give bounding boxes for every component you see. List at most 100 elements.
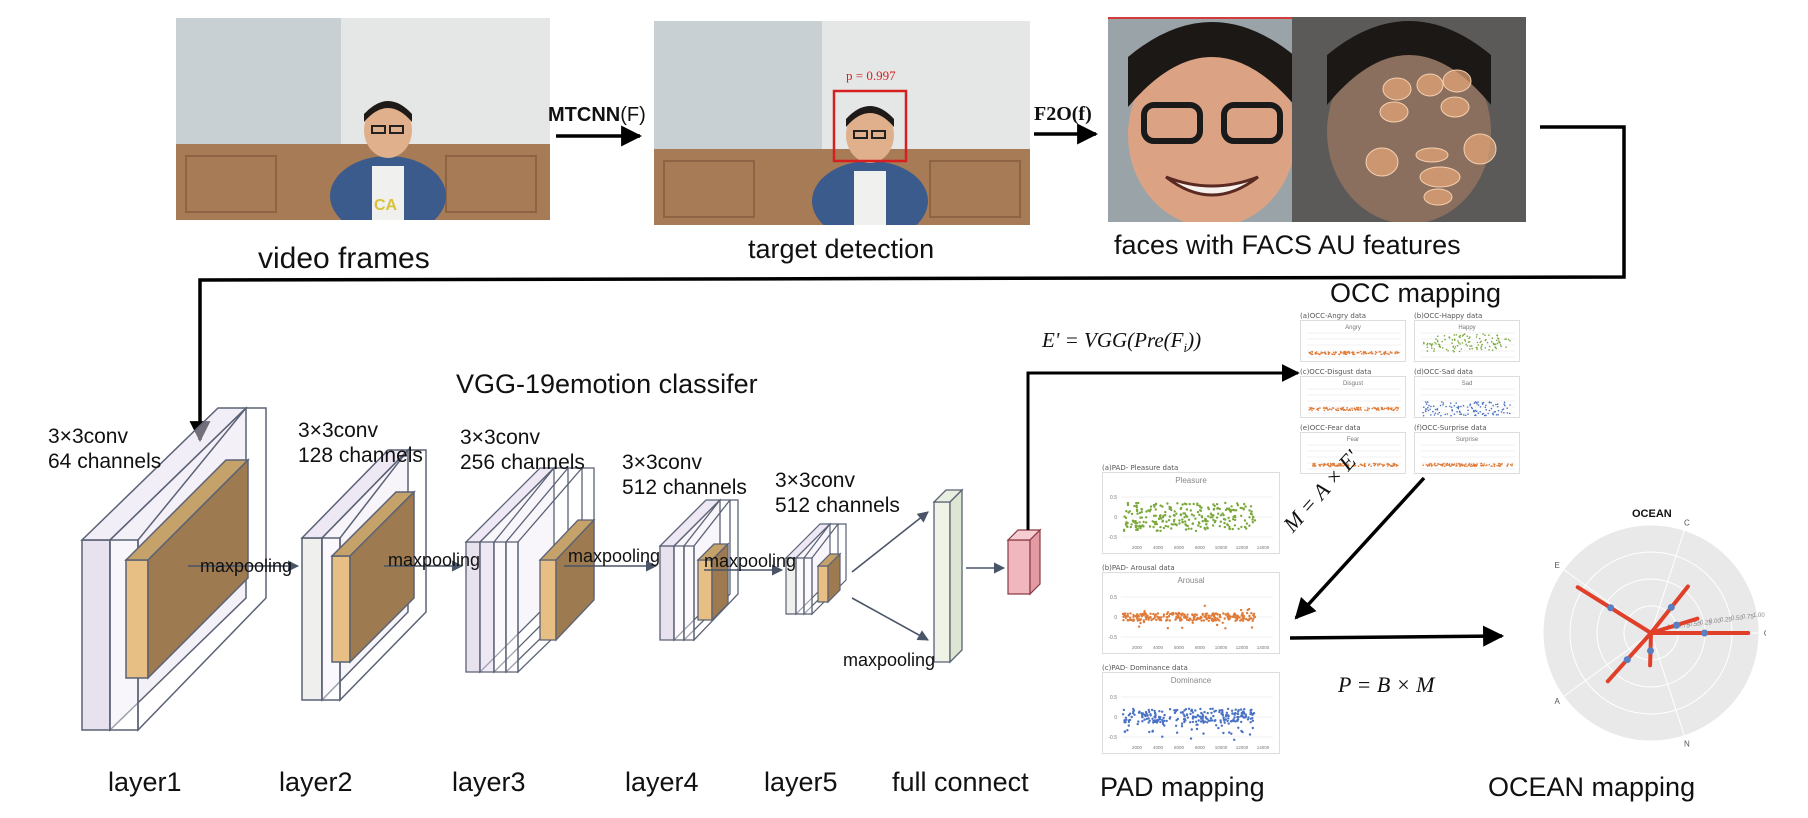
pad-point [1233, 518, 1237, 522]
layer4-channels: 512 channels [622, 476, 747, 499]
pad-point [1209, 512, 1213, 515]
occ-point [1340, 351, 1342, 353]
pad-x-tick: 10000 [1215, 745, 1228, 750]
pad-point [1215, 503, 1219, 506]
pad-point [1161, 735, 1164, 738]
occ-point [1330, 408, 1333, 411]
occ-point [1504, 338, 1506, 340]
pad-point [1207, 507, 1210, 511]
pad-point [1214, 612, 1218, 615]
pad-point [1185, 503, 1188, 506]
pad-point [1152, 525, 1155, 529]
occ-point [1461, 342, 1464, 344]
occ-point [1446, 462, 1449, 465]
occ-point [1434, 465, 1437, 467]
pad-point [1166, 525, 1170, 528]
pad-point [1126, 501, 1130, 505]
occ-point [1341, 407, 1343, 409]
pad-point [1219, 719, 1222, 722]
occ-point [1503, 401, 1506, 404]
occ-point [1313, 407, 1315, 410]
occ-point [1422, 464, 1424, 466]
occ-point [1308, 351, 1310, 354]
ocean-mapping-label: OCEAN mapping [1488, 772, 1696, 802]
pad-point [1194, 529, 1198, 533]
pad-point [1166, 618, 1169, 622]
pad-point [1163, 719, 1166, 722]
pad-point [1153, 614, 1157, 617]
pad-point [1243, 525, 1247, 529]
pad-point [1231, 518, 1235, 521]
pad-point [1209, 707, 1212, 711]
pad-point [1209, 719, 1212, 722]
pad-point [1234, 509, 1238, 512]
occ-point [1344, 409, 1347, 412]
pad-x-tick: 8000 [1195, 745, 1206, 750]
pad-point [1178, 519, 1181, 522]
target-detection-label: target detection [748, 234, 935, 264]
occ-point [1483, 463, 1486, 465]
occ-point [1432, 405, 1435, 407]
pad-point [1250, 513, 1254, 516]
pad-point [1187, 518, 1191, 521]
ocean-axis-label: E [1554, 561, 1559, 570]
pad-point [1136, 722, 1139, 726]
pad-point [1220, 712, 1223, 715]
occ-point [1471, 347, 1473, 350]
pad-point [1154, 503, 1158, 506]
pad-point [1143, 610, 1146, 613]
occ-point [1463, 414, 1465, 416]
occ-point [1488, 345, 1491, 348]
pad-point [1194, 720, 1198, 723]
occ-point [1437, 341, 1439, 343]
occ-point [1430, 343, 1433, 346]
occ-plot-title: Sad [1462, 381, 1473, 387]
occ-point [1356, 407, 1358, 409]
pad-point [1126, 503, 1130, 507]
occ-plot-title: Angry [1345, 325, 1361, 331]
occ-point [1427, 409, 1430, 412]
pad-point [1211, 612, 1214, 615]
occ-point [1511, 463, 1513, 465]
occ-point [1468, 464, 1471, 466]
pad-point [1233, 514, 1237, 518]
occ-point [1469, 404, 1471, 407]
pad-point [1125, 510, 1128, 513]
pad-point [1201, 716, 1204, 720]
occ-formula-main: E' = VGG(Pre(F [1042, 328, 1184, 352]
occ-point [1499, 344, 1502, 346]
occ-point [1339, 462, 1342, 465]
pad-point [1128, 618, 1131, 622]
pad-point [1139, 613, 1142, 616]
pad-point [1181, 503, 1184, 506]
occ-point [1438, 411, 1441, 414]
pad-point [1190, 513, 1194, 516]
vgg-title: VGG-19emotion classifer [456, 369, 758, 399]
occ-point [1455, 334, 1458, 336]
pad-point [1137, 615, 1141, 618]
pad-plot-title: Arousal [1177, 576, 1204, 585]
occ-point [1387, 408, 1390, 411]
occ-point [1484, 406, 1487, 409]
pad-point [1146, 714, 1149, 717]
pad-point [1248, 733, 1252, 736]
pad-point [1237, 726, 1240, 729]
occ-point [1390, 352, 1392, 354]
occ-point [1490, 465, 1493, 467]
occ-point [1355, 408, 1357, 411]
pad-point [1145, 521, 1148, 524]
pad-point [1159, 720, 1162, 724]
pad-point [1226, 523, 1229, 527]
pad-point [1219, 721, 1222, 724]
occ-point [1430, 414, 1432, 416]
occ-point [1318, 353, 1321, 356]
occ-point [1475, 410, 1478, 412]
occ-point [1499, 465, 1502, 467]
occ-point [1359, 463, 1362, 466]
full-connect-block [932, 488, 964, 664]
occ-point [1476, 341, 1479, 344]
occ-point [1360, 353, 1363, 355]
occ-point [1481, 343, 1483, 346]
occ-point [1493, 465, 1496, 468]
